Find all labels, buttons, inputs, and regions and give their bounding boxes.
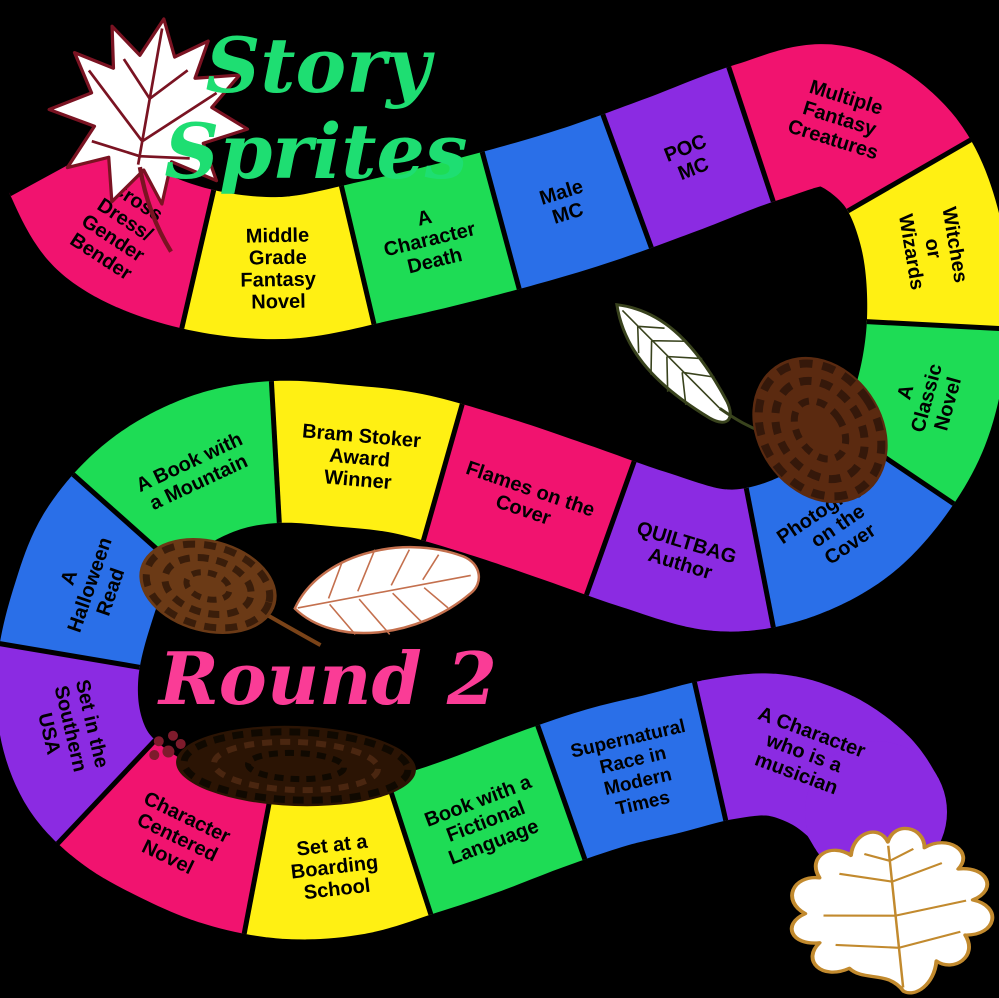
board-space-11 bbox=[374, 402, 676, 598]
board-space-17 bbox=[192, 777, 476, 940]
space-divider bbox=[726, 66, 776, 203]
space-divider bbox=[584, 460, 637, 596]
space-divider bbox=[268, 380, 282, 524]
space-divider bbox=[338, 185, 377, 325]
board-space-7 bbox=[841, 109, 999, 392]
board-space-15 bbox=[0, 590, 176, 861]
space-divider bbox=[0, 641, 141, 670]
board-space-4 bbox=[435, 110, 698, 290]
board-space-8 bbox=[825, 260, 999, 533]
board-space-1 bbox=[3, 94, 268, 330]
space-divider bbox=[479, 151, 522, 290]
board-space-12 bbox=[205, 380, 509, 542]
pinecone-icon bbox=[752, 356, 888, 504]
board-space-6 bbox=[685, 44, 979, 244]
space-label: MiddleGradeFantasyNovel bbox=[240, 224, 318, 313]
space-divider bbox=[384, 778, 434, 916]
space-label: Set at aBoardingSchool bbox=[287, 830, 382, 906]
board-space-14 bbox=[0, 455, 194, 724]
board-space-2 bbox=[132, 185, 423, 340]
title-sprites: Sprites bbox=[164, 107, 467, 196]
space-label: POCMC bbox=[661, 130, 717, 187]
board-space-16 bbox=[39, 724, 328, 935]
board-space-5 bbox=[561, 63, 822, 251]
space-divider bbox=[846, 137, 972, 214]
beech-leaf-icon bbox=[615, 302, 767, 435]
pinecone-with-stem-icon bbox=[139, 538, 322, 647]
space-divider bbox=[535, 724, 588, 861]
maple-leaf-icon bbox=[47, 17, 250, 253]
space-divider bbox=[55, 738, 157, 846]
space-divider bbox=[692, 681, 729, 822]
board-space-19 bbox=[495, 681, 777, 862]
board-space-10 bbox=[543, 458, 825, 632]
space-label: A Characterwho is amusician bbox=[740, 703, 869, 804]
space-divider bbox=[600, 113, 654, 249]
board-space-13 bbox=[55, 381, 341, 592]
skeleton-leaf-icon bbox=[293, 545, 480, 635]
berries bbox=[149, 730, 186, 761]
dark-pinecone-icon bbox=[149, 725, 416, 807]
round-2-label: Round 2 bbox=[157, 636, 497, 721]
space-divider bbox=[420, 403, 465, 542]
space-divider bbox=[866, 319, 999, 332]
board-space-9 bbox=[690, 398, 963, 629]
board-space-18 bbox=[343, 723, 627, 917]
space-divider bbox=[743, 487, 776, 628]
oak-leaf-icon bbox=[790, 826, 995, 995]
space-divider bbox=[241, 793, 274, 935]
title-story: Story bbox=[206, 21, 436, 110]
space-divider bbox=[179, 189, 217, 329]
board-space-3 bbox=[292, 150, 569, 325]
